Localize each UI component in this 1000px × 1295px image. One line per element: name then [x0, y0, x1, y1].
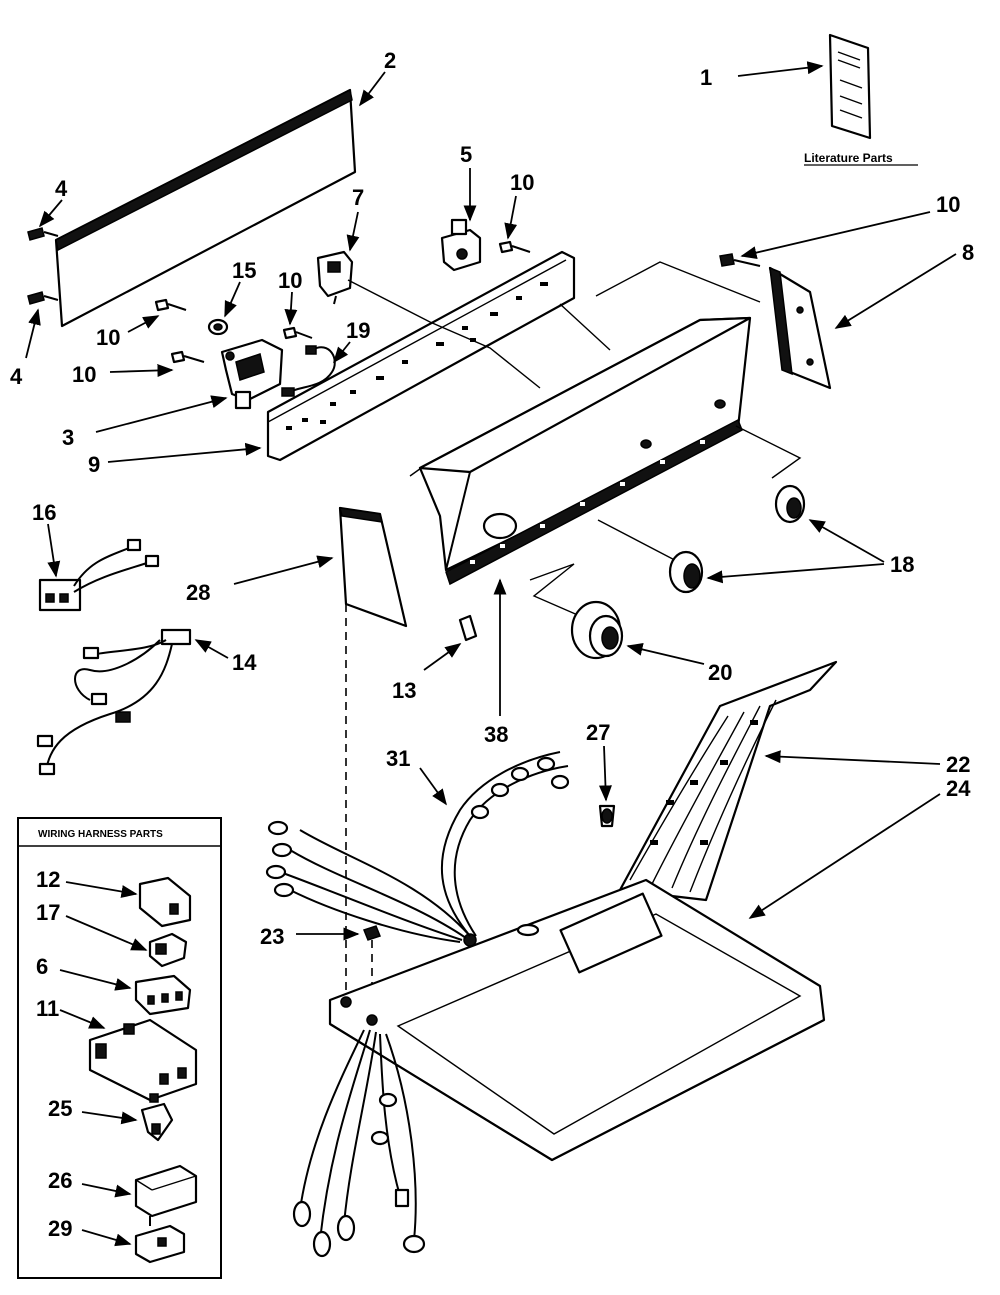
plug-27[interactable] [598, 804, 616, 828]
callout-5: 5 [460, 142, 472, 167]
harness-box-title: WIRING HARNESS PARTS [38, 829, 163, 840]
callout-4a: 4 [55, 176, 68, 201]
callout-7: 7 [352, 185, 364, 210]
callout-13: 13 [392, 678, 416, 703]
callout-19: 19 [346, 318, 370, 343]
connector-26[interactable] [134, 1164, 198, 1226]
callout-22: 22 [946, 752, 970, 777]
end-cap-8[interactable] [768, 266, 832, 390]
screw-10-b[interactable] [170, 350, 205, 364]
callout-27: 27 [586, 720, 610, 745]
harness-31[interactable] [265, 751, 570, 943]
callout-16: 16 [32, 500, 56, 525]
switch-5[interactable] [440, 218, 482, 272]
screw-10-c[interactable] [282, 326, 313, 340]
connector-25[interactable] [140, 1102, 174, 1142]
literature-parts[interactable] [828, 33, 872, 140]
clip-15[interactable] [207, 318, 229, 336]
connector-17[interactable] [148, 932, 188, 968]
callout-10d: 10 [510, 170, 534, 195]
top-24[interactable] [328, 878, 826, 1162]
timer-3[interactable] [220, 338, 284, 410]
connector-29[interactable] [134, 1224, 186, 1264]
callout-2: 2 [384, 48, 396, 73]
bottom-harness-leads [292, 1029, 426, 1258]
end-cap-28[interactable] [338, 506, 408, 628]
console-body[interactable] [418, 316, 752, 586]
callout-12: 12 [36, 867, 60, 892]
callout-14: 14 [232, 650, 257, 675]
screw-10-a[interactable] [154, 298, 187, 312]
callout-31: 31 [386, 746, 410, 771]
callout-26: 26 [48, 1168, 72, 1193]
callout-25: 25 [48, 1096, 72, 1121]
callout-24: 24 [946, 776, 971, 801]
knob-18-center[interactable] [668, 550, 704, 594]
callout-10c: 10 [278, 268, 302, 293]
callout-9: 9 [88, 452, 100, 477]
callout-28: 28 [186, 580, 210, 605]
knob-18-right[interactable] [774, 484, 806, 524]
callout-8: 8 [962, 240, 974, 265]
callout-6: 6 [36, 954, 48, 979]
harness-14[interactable] [36, 628, 192, 776]
screw-4-upper[interactable] [27, 227, 59, 241]
clip-23[interactable] [363, 925, 381, 941]
callout-38: 38 [484, 722, 508, 747]
callout-29: 29 [48, 1216, 72, 1241]
callout-18: 18 [890, 552, 914, 577]
callout-10b: 10 [72, 362, 96, 387]
callout-4b: 4 [10, 364, 23, 389]
screw-10-d[interactable] [498, 240, 531, 254]
callout-11: 11 [36, 996, 59, 1021]
callout-23: 23 [260, 924, 284, 949]
connector-12[interactable] [138, 876, 192, 928]
callout-17: 17 [36, 900, 60, 925]
connector-11[interactable] [88, 1018, 198, 1103]
wire-19[interactable] [281, 345, 336, 397]
callout-10a: 10 [96, 325, 120, 350]
knob-20[interactable] [570, 600, 624, 660]
switch-7[interactable] [316, 250, 354, 305]
callout-3: 3 [62, 425, 74, 450]
harness-16[interactable] [38, 538, 160, 612]
literature-parts-caption: Literature Parts [804, 151, 893, 165]
connector-6[interactable] [134, 974, 192, 1016]
callout-20: 20 [708, 660, 732, 685]
back-panel[interactable] [54, 88, 357, 328]
callout-1: 1 [700, 65, 712, 90]
screw-10-e[interactable] [719, 253, 761, 267]
callout-15: 15 [232, 258, 256, 283]
harness-22[interactable] [618, 660, 838, 902]
callout-10e: 10 [936, 192, 960, 217]
screw-4-lower[interactable] [27, 291, 59, 305]
screw-13[interactable] [458, 614, 478, 642]
